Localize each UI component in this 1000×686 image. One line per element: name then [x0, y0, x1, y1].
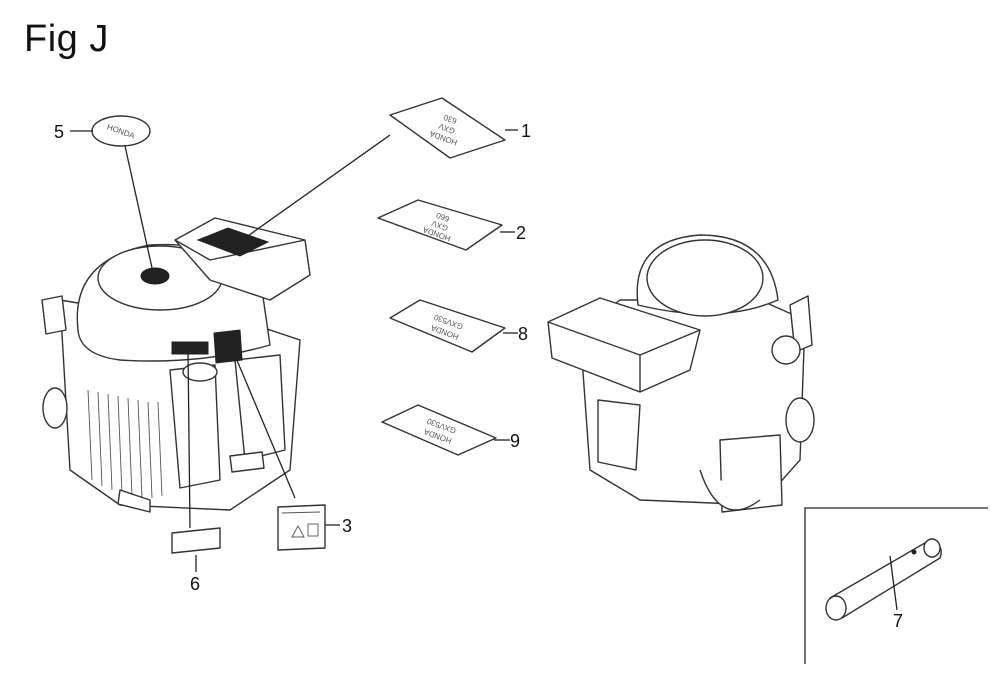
callout-7: 7 — [893, 611, 903, 631]
callout-1: 1 — [521, 121, 531, 141]
callout-2: 2 — [516, 223, 526, 243]
decal-2: HONDA GXV 660 — [377, 199, 503, 251]
decal-3 — [277, 504, 326, 551]
callout-5: 5 — [54, 122, 64, 142]
decal-6 — [171, 527, 221, 554]
decal-9: HONDA GXV530 — [381, 404, 497, 456]
right-engine — [547, 234, 815, 513]
decal-5: HONDA — [91, 115, 151, 147]
callout-numbers: 5 1 2 8 9 3 6 7 — [54, 121, 903, 631]
callout-8: 8 — [518, 324, 528, 344]
callout-6: 6 — [190, 574, 200, 594]
decal-8: HONDA GXV530 — [389, 299, 506, 353]
decal-1-line-3: 630 — [442, 112, 458, 125]
tool-7-inset — [804, 507, 988, 664]
callout-3: 3 — [342, 516, 352, 536]
decal-1: HONDA GXV 630 — [389, 97, 506, 159]
left-engine — [41, 217, 311, 513]
figure-title: Fig J — [24, 18, 109, 60]
callout-9: 9 — [510, 431, 520, 451]
leader-lines — [70, 129, 898, 611]
decal-2-line-3: 660 — [435, 210, 451, 223]
